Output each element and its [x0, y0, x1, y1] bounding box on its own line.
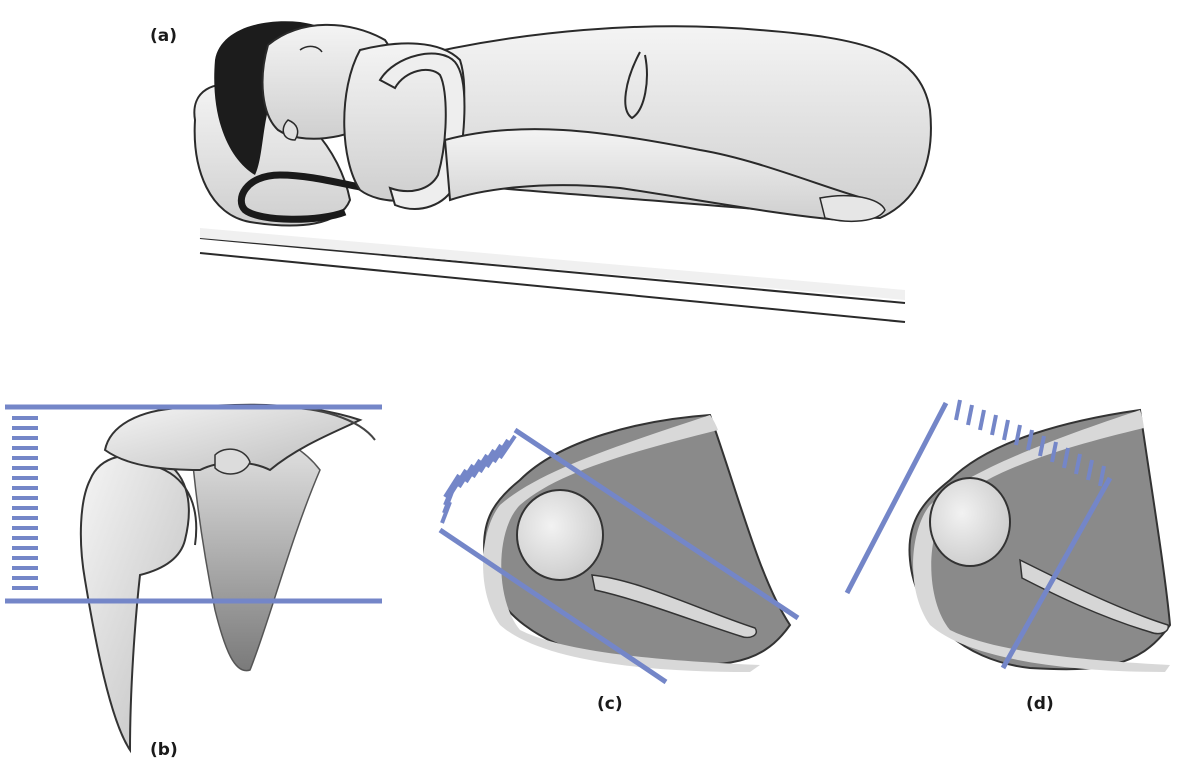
panel-label-a: (a): [150, 26, 177, 46]
humeral-head: [517, 490, 603, 580]
coronal-slice-stack: [12, 418, 38, 588]
panel-b-shoulder: [5, 405, 382, 750]
panel-a-patient: [194, 21, 931, 322]
panel-label-b: (b): [150, 740, 178, 760]
panel-label-d: (d): [1026, 694, 1054, 714]
panel-c-axial: [440, 415, 798, 682]
humeral-head-d: [930, 478, 1010, 566]
panel-label-c: (c): [597, 694, 623, 714]
table-edge-top: [200, 238, 905, 303]
panel-d-axial: [847, 400, 1170, 672]
